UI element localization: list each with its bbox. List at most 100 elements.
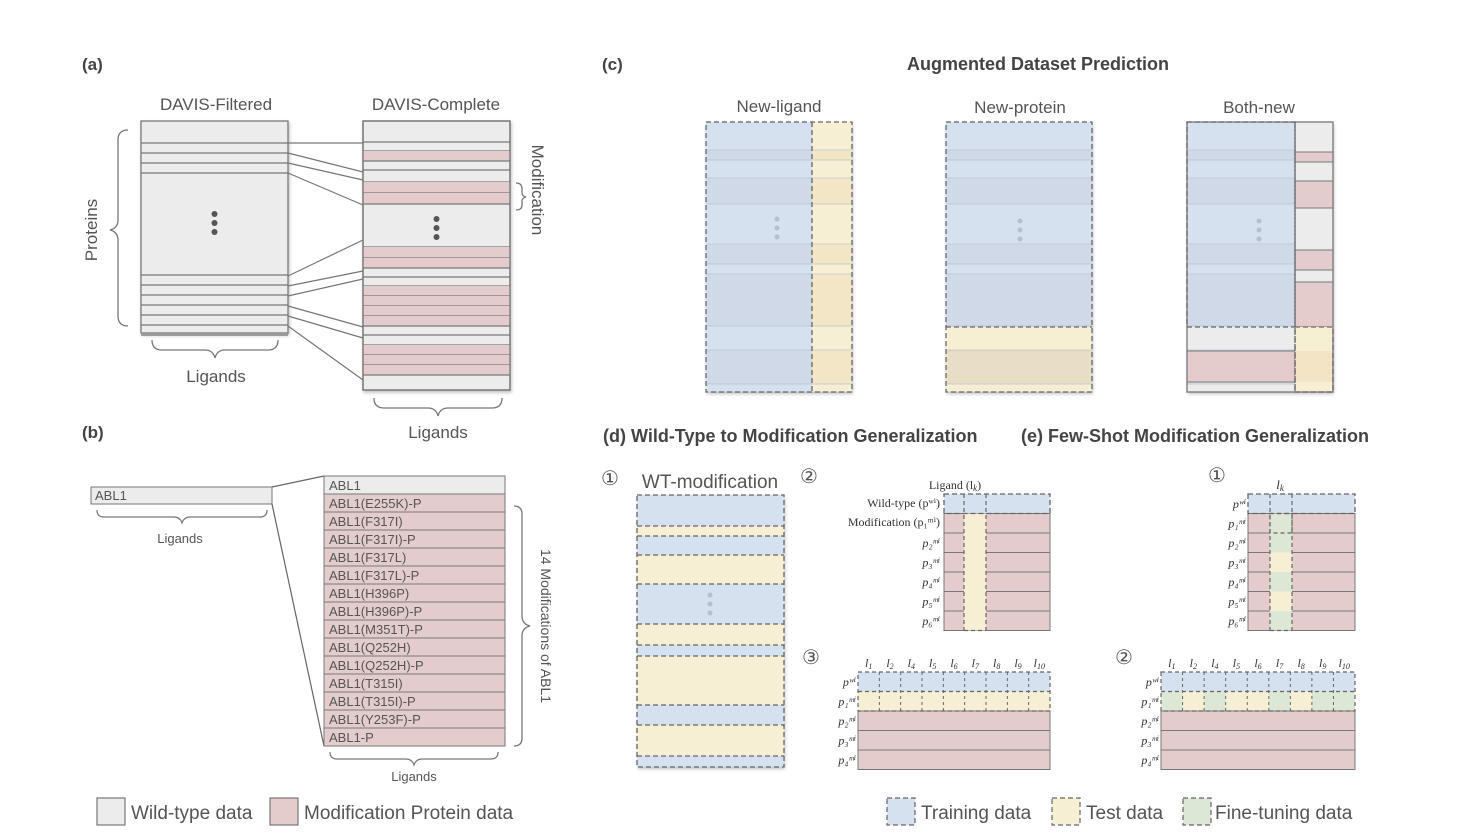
ligand-label: lk — [1276, 477, 1285, 493]
mapping-line — [287, 325, 364, 381]
modification-row — [363, 365, 510, 375]
modification-row — [363, 296, 510, 306]
ligand-header: l4 — [1211, 656, 1218, 671]
protein-row-label: p₅ᵐⁱ — [921, 595, 940, 609]
wild-type-label: Wild-type (pʷⁱ) — [867, 496, 940, 510]
ligand-header: l7 — [972, 656, 980, 671]
finetune-cell — [1268, 691, 1291, 711]
legend-swatch-wild-type — [96, 797, 126, 826]
panel-e: (e) Few-Shot Modification Generalization… — [1021, 426, 1369, 770]
stripe — [946, 350, 1092, 384]
protein-row-label: p₆ᵐⁱ — [921, 614, 940, 628]
ellipsis-dot — [707, 610, 713, 616]
both-new-matrix — [1186, 121, 1334, 393]
test-cell — [986, 691, 1008, 711]
variant-name: ABL1(F317L)-P — [329, 568, 419, 583]
davis-complete-title: DAVIS-Complete — [372, 95, 500, 114]
stripe — [946, 274, 1092, 326]
panel-a: (a) DAVIS-Filtered DAVIS-Complete Protei… — [82, 55, 547, 442]
matrix-frame — [140, 120, 289, 334]
variant-name: ABL1(F317I) — [329, 514, 403, 529]
row-mapping-lines — [287, 142, 364, 381]
wild-type-row — [858, 672, 1050, 692]
test-cell — [1007, 691, 1029, 711]
protein-row-label: p₁ᵐⁱ — [1227, 517, 1246, 531]
finetune-cell — [1161, 691, 1183, 711]
stripe — [1187, 178, 1295, 204]
ellipsis-dot — [433, 225, 440, 231]
modification-row — [363, 355, 510, 365]
stripe — [1187, 150, 1295, 160]
new-ligand-matrix — [705, 121, 853, 393]
protein-row-label: p₂ᵐⁱ — [1140, 714, 1159, 728]
variant-name: ABL1(H396P) — [329, 586, 409, 601]
panel-e-title: (e) Few-Shot Modification Generalization — [1021, 426, 1369, 446]
protein-row-label: p₂ᵐⁱ — [837, 714, 856, 728]
legend-swatch-test — [1051, 797, 1081, 826]
finetune-cell — [1311, 691, 1334, 711]
ellipsis-dot — [1256, 218, 1262, 224]
ligands-label-b-left: Ligands — [157, 531, 203, 546]
variant-name: ABL1(M351T)-P — [329, 622, 423, 637]
modification-row — [363, 247, 510, 258]
abl1-variants-table: ABL1ABL1(E255K)-PABL1(F317I)ABL1(F317I)-… — [323, 475, 506, 747]
step-e1-marker: ① — [1208, 465, 1226, 487]
protein-row-label: pʷⁱ — [1145, 675, 1160, 689]
protein-row-label: p₃ᵐⁱ — [1227, 556, 1246, 570]
ligand-header: l8 — [993, 656, 1000, 671]
training-region — [1187, 122, 1295, 327]
ellipsis-dot — [774, 234, 780, 240]
ellipsis-dot — [774, 225, 780, 231]
panel-a-label: (a) — [82, 55, 103, 74]
variant-name: ABL1(F317L) — [329, 550, 406, 565]
legend-label-modification: Modification Protein data — [304, 803, 514, 824]
ligand-header: l2 — [1190, 656, 1197, 671]
stripe — [812, 150, 852, 160]
mapping-line — [287, 152, 364, 173]
ligand-header: l6 — [950, 656, 957, 671]
protein-row-label: p₅ᵐⁱ — [1227, 595, 1246, 609]
test-cell — [1247, 691, 1269, 711]
legend-right: Training data Test data Fine-tuning data — [886, 797, 1353, 826]
training-row — [637, 645, 784, 656]
ligand-header: l4 — [908, 656, 915, 671]
test-region — [812, 122, 852, 392]
step-d2-marker: ② — [800, 466, 818, 488]
modification-row — [857, 710, 1051, 731]
modification-row — [857, 730, 1051, 751]
ellipsis-dot — [707, 592, 713, 598]
stripe — [706, 150, 812, 160]
modification-row — [943, 513, 1051, 534]
mapping-line — [287, 278, 364, 297]
ligands-brace-b-left — [96, 509, 268, 525]
modification-row — [943, 571, 1051, 592]
training-row — [637, 756, 784, 767]
finetune-cell — [1270, 611, 1292, 631]
wt-modification-matrix — [636, 494, 785, 768]
variant-name: ABL1(Y253F)-P — [329, 712, 421, 727]
ellipsis-dot — [433, 234, 440, 240]
ellipsis-dot — [1256, 227, 1262, 233]
davis-complete-matrix — [362, 120, 511, 391]
davis-filtered-title: DAVIS-Filtered — [160, 95, 272, 114]
ligand-header: l2 — [886, 656, 893, 671]
legend-left: Wild-type data Modification Protein data — [96, 797, 514, 826]
legend-label-wild-type: Wild-type data — [131, 803, 253, 824]
wt-modification-title: WT-modification — [642, 472, 778, 493]
modification-label: Modification — [528, 145, 547, 236]
modification-row — [363, 151, 510, 161]
test-cell — [879, 691, 901, 711]
test-row — [637, 555, 784, 584]
ellipsis-dot — [1017, 227, 1023, 233]
stripe — [1187, 244, 1295, 264]
matrix-border — [362, 120, 511, 391]
wild-type-row — [1248, 494, 1355, 514]
ellipsis-dot — [433, 216, 440, 222]
ellipsis-dot — [707, 601, 713, 607]
zoom-line-bottom — [271, 503, 325, 747]
test-column — [964, 513, 986, 631]
mapping-line — [287, 270, 364, 287]
ligand-header: l9 — [1014, 656, 1021, 671]
